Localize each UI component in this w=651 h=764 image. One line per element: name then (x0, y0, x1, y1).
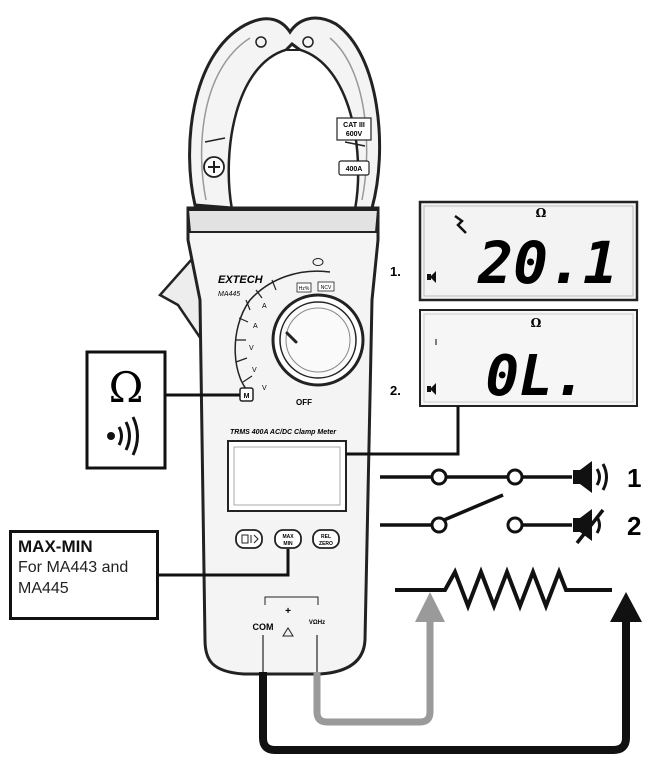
dial-pos-a1: A (262, 303, 267, 310)
model-label: MA445 (218, 291, 240, 298)
svg-text:REL: REL (321, 534, 331, 540)
current-rating-label: 400A (346, 166, 363, 173)
callout-title: MAX-MIN (18, 537, 93, 556)
black-probe-tip-icon (610, 592, 642, 622)
svg-text:Hz%: Hz% (299, 286, 310, 292)
dial-pos-hz (296, 282, 312, 293)
speaker-muted-icon (573, 508, 605, 545)
callout-line2: MA445 (18, 580, 69, 597)
input-label: VΩHz (309, 620, 325, 626)
svg-text:M: M (244, 393, 250, 400)
display-2-unit: Ω (531, 316, 542, 330)
max-min-button[interactable]: MAX MIN (274, 529, 302, 549)
current-arrow-right-icon (344, 141, 366, 147)
meter-lcd (227, 440, 347, 512)
warning-triangle-icon (282, 627, 294, 637)
dial-pointer (285, 331, 298, 344)
com-label: COM (253, 622, 274, 632)
circuit-closed-label: 1 (627, 463, 641, 493)
display-1-speaker-icon (430, 271, 436, 283)
hold-button[interactable] (235, 529, 263, 549)
jaw-mark-right-icon (302, 36, 314, 48)
rel-zero-button[interactable]: REL ZERO (312, 529, 340, 549)
svg-text:ZERO: ZERO (319, 541, 333, 547)
cat-rating-badge (336, 117, 372, 141)
jaw-mark-left-icon (255, 36, 267, 48)
circuit-open-label: 2 (627, 511, 641, 541)
rotary-dial[interactable]: OFF Hz% NCV A A V V V (234, 258, 365, 408)
svg-text:MAX: MAX (282, 534, 294, 540)
ohm-symbol: Ω (109, 363, 144, 412)
display-1-probe-icon (454, 214, 467, 234)
mode-panel: Ω (85, 350, 240, 470)
dial-pos-v3: V (262, 385, 267, 392)
dial-pos-ncv (317, 281, 335, 292)
current-rating-badge (338, 160, 370, 176)
polarity-plus-icon (203, 156, 225, 178)
display-2: 2. Ω 0L. (346, 309, 638, 456)
display-1-unit: Ω (536, 206, 547, 220)
display-2-speaker-icon (430, 383, 436, 395)
meter-description: TRMS 400A AC/DC Clamp Meter (230, 429, 337, 436)
dial-pos-a2: A (253, 323, 258, 330)
dial-pos-v1: V (249, 345, 254, 352)
meter-body: EXTECH MA445 OFF Hz% NCV A A V V V M TRM… (186, 206, 380, 676)
gray-probe-tip-icon (415, 592, 445, 622)
circuit-closed: 1 (380, 461, 641, 493)
resistor-symbol (395, 566, 612, 612)
dial-pos-v2: V (252, 367, 257, 374)
max-min-callout: MAX-MIN For MA443 and MA445 (9, 530, 159, 620)
display-2-index: 2. (390, 383, 401, 398)
svg-text:+: + (285, 606, 291, 617)
display-1-reading: 20.1 (477, 229, 618, 297)
gray-test-lead (313, 618, 434, 726)
cat-rating-line1: CAT III (343, 122, 365, 129)
speaker-on-icon (573, 461, 608, 493)
ncv-indicator-icon (312, 258, 324, 266)
dial-off-label: OFF (296, 398, 312, 407)
display-1-index: 1. (390, 264, 401, 279)
current-arrow-left-icon (204, 137, 226, 143)
display-1: 1. Ω 20.1 (390, 200, 639, 302)
clamp-jaw: CAT III 600V 400A (188, 16, 382, 210)
display-2-reading: 0L. (485, 344, 586, 409)
black-test-lead (259, 620, 630, 754)
callout-line1: For MA443 and (18, 559, 129, 576)
continuity-sound-icon (107, 416, 139, 456)
svg-text:NCV: NCV (321, 285, 332, 291)
circuit-open: 2 (380, 493, 641, 545)
svg-text:MIN: MIN (283, 541, 293, 547)
brand-logo: EXTECH (218, 274, 264, 286)
cat-rating-line2: 600V (346, 131, 363, 138)
